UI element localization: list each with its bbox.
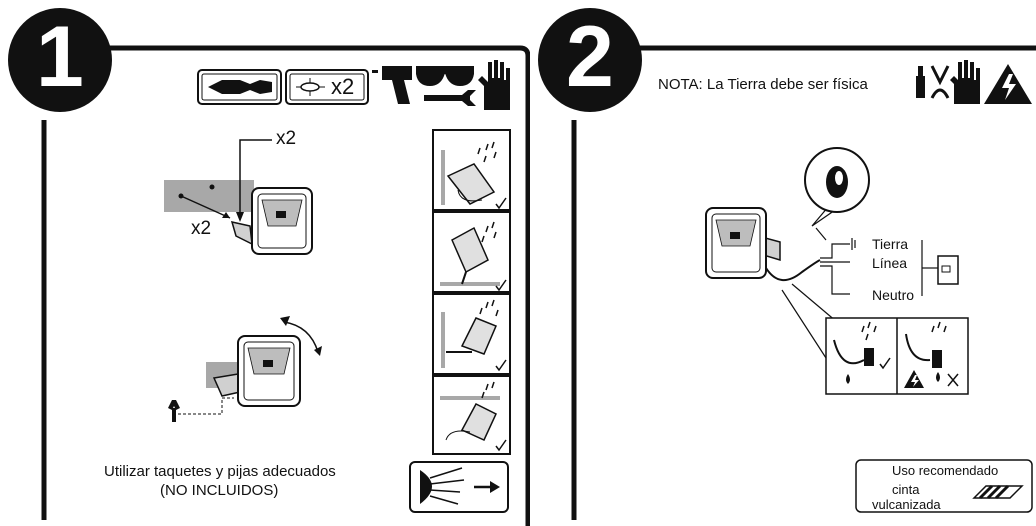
step-2-number: 2: [566, 9, 614, 105]
hex-key-icon: [168, 400, 180, 422]
tape-label-line-2: vulcanizada: [872, 497, 941, 512]
vulcanized-tape-icon: [972, 484, 1024, 500]
recommendation-box: [855, 459, 1033, 513]
pliers-icon: [930, 65, 950, 99]
anchor-count-label-2: x2: [191, 218, 212, 239]
orientation-correct-3: [432, 293, 511, 375]
anchor-count-label: x2: [331, 74, 355, 99]
wire-label-neutral: Neutro: [872, 287, 915, 303]
floodlight-mounted-1: [230, 187, 313, 255]
safety-glasses-icon: [416, 66, 474, 86]
wire-label-line: Línea: [872, 255, 908, 271]
anchor-icon: [285, 69, 369, 105]
drill-bit-icon: [197, 69, 282, 105]
recommendation-title: Uso recomendado: [892, 463, 999, 478]
step-1-panel: 1 x2 x2 x2 Utilizar taquetes y pijas ade…: [8, 8, 530, 526]
step-1-number: 1: [36, 9, 84, 105]
step-1-circle: [8, 8, 112, 112]
step-2-panel: 2 NOTA: La Tierra debe ser física Tierra…: [530, 0, 1036, 526]
caption-line-1: Utilizar taquetes y pijas adecuados: [104, 463, 336, 480]
wire-label-ground: Tierra: [872, 236, 909, 252]
floodlight-mounted-2: [212, 335, 301, 407]
glove-icon: [478, 60, 510, 110]
step-2-circle: [538, 8, 642, 112]
orientation-correct-1: [432, 129, 511, 211]
caption-line-2: (NO INCLUIDOS): [160, 482, 279, 499]
ground-note: NOTA: La Tierra debe ser física: [658, 76, 868, 93]
wrench-icon: [424, 90, 476, 106]
screw-count-label: x2: [276, 128, 297, 149]
orientation-correct-2: [432, 211, 511, 293]
drip-loop-incorrect: [904, 321, 959, 388]
screwdriver-icon: [916, 66, 925, 98]
high-voltage-icon: [984, 64, 1032, 104]
drill-icon: [372, 66, 412, 104]
glove-icon-2: [950, 60, 980, 104]
tape-label-line-1: cinta: [892, 482, 920, 497]
step-1-graphics: [8, 8, 530, 526]
floodlight-wiring: [705, 207, 781, 279]
orientation-correct-4: [432, 375, 511, 455]
step-2-graphics: [538, 8, 1036, 520]
drip-loop-correct: [833, 321, 891, 384]
breaker-icon: [937, 255, 959, 285]
cable-strip-icon: [409, 461, 509, 513]
